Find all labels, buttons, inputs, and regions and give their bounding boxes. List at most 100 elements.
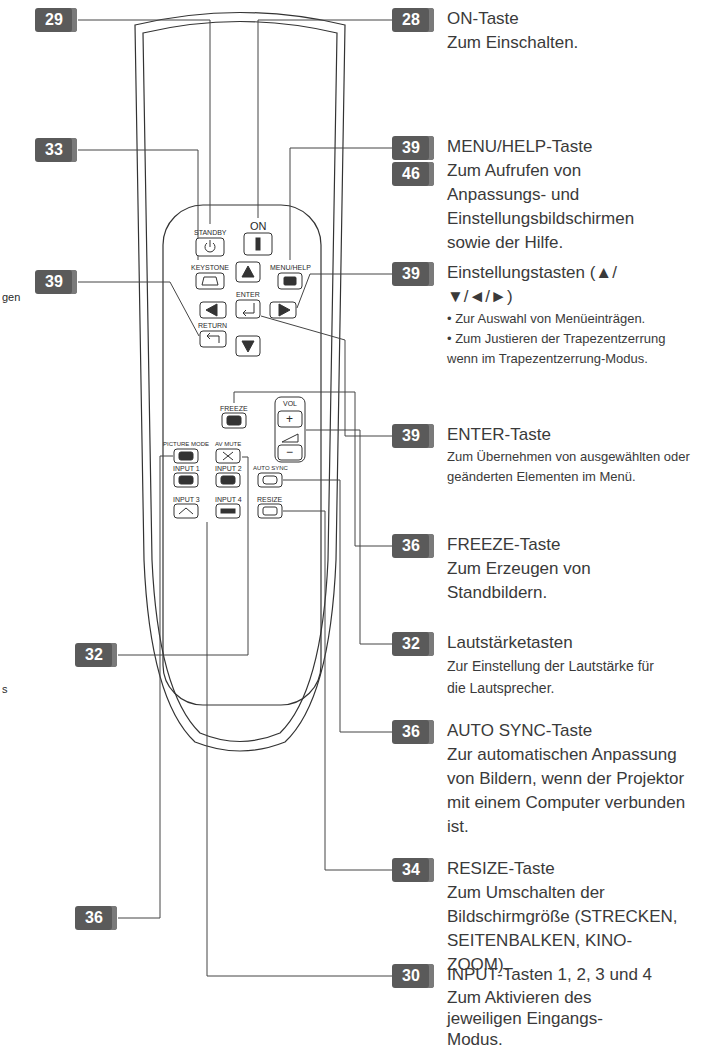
volume-minus-button [278, 445, 302, 460]
freeze-button [222, 413, 246, 428]
button-name: Einstellungstasten (▲/▼/◄/►) [447, 261, 627, 309]
button-description: Zur Einstellung der Lautstärke für die L… [447, 655, 669, 699]
button-icons [179, 238, 298, 515]
button-name: INPUT-Tasten 1, 2, 3 und 4 [447, 963, 717, 987]
button-label: VOL [283, 400, 297, 407]
input-button [174, 504, 198, 518]
standby-button [196, 238, 224, 256]
arrow-right [279, 304, 290, 316]
button-label: PICTURE MODE [163, 441, 209, 447]
button-name: ON-Taste [447, 7, 667, 31]
button-label: ON [250, 221, 267, 232]
callout-text: FREEZE-TasteZum Erzeugen von Standbilder… [447, 533, 667, 605]
left-button [200, 302, 226, 318]
right-button [270, 302, 296, 318]
input-icon [179, 508, 193, 514]
button-description: • Zur Auswahl von Menüeinträgen. [447, 309, 675, 329]
leader-line [207, 522, 392, 976]
callout-text: LautstärketastenZur Einstellung der Laut… [447, 631, 677, 699]
callout-badge: 36 [75, 906, 117, 930]
button-label: FREEZE [220, 405, 248, 412]
button-label: − [286, 446, 293, 458]
input-button [216, 473, 240, 487]
buttons [174, 233, 305, 518]
remote-body [135, 13, 345, 752]
button-name: FREEZE-Taste [447, 533, 667, 557]
callout-number: 39 [392, 262, 430, 286]
callout-number: 32 [392, 632, 430, 656]
button-description: Zum Aufrufen von Anpassungs- und Einstel… [447, 159, 652, 255]
callout-number: 39 [392, 136, 430, 160]
button-label: STANDBY [194, 229, 227, 236]
callout-number: 32 [75, 643, 113, 667]
down-button [236, 336, 260, 356]
button-label: KEYSTONE [191, 264, 229, 271]
callout-number: 46 [392, 162, 430, 186]
callout-badge: 28ON-TasteZum Einschalten. [392, 8, 434, 32]
button-description: Zum Einschalten. [447, 31, 667, 55]
return-icon [207, 333, 219, 343]
button-name: RESIZE-Taste [447, 857, 687, 881]
callout-badge: 36FREEZE-TasteZum Erzeugen von Standbild… [392, 534, 434, 558]
return-button [200, 331, 226, 347]
callout-text: ON-TasteZum Einschalten. [447, 7, 667, 55]
leader-line [118, 457, 248, 655]
button-description: Zum Umschalten der Bildschirmgröße (STRE… [447, 881, 692, 977]
input-button [174, 473, 198, 487]
leader-line [78, 282, 199, 336]
enter-button [236, 300, 260, 318]
button-label: + [286, 413, 293, 425]
picture-mode-button [174, 449, 198, 463]
callout-text: ENTER-TasteZum Übernehmen von ausgewählt… [447, 423, 724, 487]
remote-outline [135, 13, 345, 752]
callout-badge: 39Einstellungstasten (▲/▼/◄/►)• Zur Ausw… [392, 262, 434, 286]
button-name: AUTO SYNC-Taste [447, 719, 687, 743]
leader-line [234, 392, 392, 546]
auto-sync-icon [263, 476, 277, 484]
button-description: Zum Erzeugen von Standbildern. [447, 557, 652, 605]
callout-number: 36 [392, 534, 430, 558]
callout-badge: 29 [35, 8, 77, 32]
callout-number: 34 [392, 858, 430, 882]
volume-plus-button [278, 411, 302, 427]
button-label: AV MUTE [215, 441, 241, 447]
input-icon [221, 476, 235, 484]
leader-line [283, 480, 392, 732]
arrow-down [242, 341, 254, 352]
button-label: RESIZE [257, 496, 282, 503]
volume-frame [275, 397, 305, 462]
av-mute-button [216, 449, 240, 463]
leader-line [118, 456, 173, 918]
button-name: MENU/HELP-Taste [447, 135, 677, 159]
mute-icon [223, 452, 233, 460]
callout-text: RESIZE-TasteZum Umschalten der Bildschir… [447, 857, 692, 977]
keystone-button [196, 273, 224, 289]
resize-button [258, 504, 282, 518]
volume-symbol [282, 434, 298, 442]
callout-badge: 39 [35, 270, 77, 294]
callout-badge: 32LautstärketastenZur Einstellung der La… [392, 632, 434, 656]
resize-icon [263, 507, 277, 515]
arrow-up [242, 266, 254, 277]
button-name: ENTER-Taste [447, 423, 717, 447]
freeze-icon [227, 416, 241, 425]
button-label: INPUT 2 [215, 465, 242, 472]
on-button [244, 233, 272, 255]
callout-badge: 30INPUT-Tasten 1, 2, 3 und 4Zum Aktivier… [392, 964, 434, 988]
callout-badge: 32 [75, 643, 117, 667]
leader-line [290, 148, 392, 260]
enter-icon [243, 303, 254, 316]
input-icon [179, 476, 193, 484]
button-name: Lautstärketasten [447, 631, 677, 655]
keystone-icon [202, 277, 218, 285]
leader-lines [78, 20, 392, 976]
callout-badge: 39ENTER-TasteZum Übernehmen von ausgewäh… [392, 424, 434, 448]
callout-number: 36 [75, 906, 113, 930]
callout-badge: 39MENU/HELP-TasteZum Aufrufen von Anpass… [392, 136, 434, 160]
input-icon [221, 509, 235, 513]
callout-text: AUTO SYNC-TasteZur automatischen Anpassu… [447, 719, 692, 839]
callout-badge: 46 [392, 162, 434, 186]
cut-text: gen [2, 292, 20, 303]
menu-icon [284, 277, 296, 285]
arrow-left [206, 304, 217, 316]
